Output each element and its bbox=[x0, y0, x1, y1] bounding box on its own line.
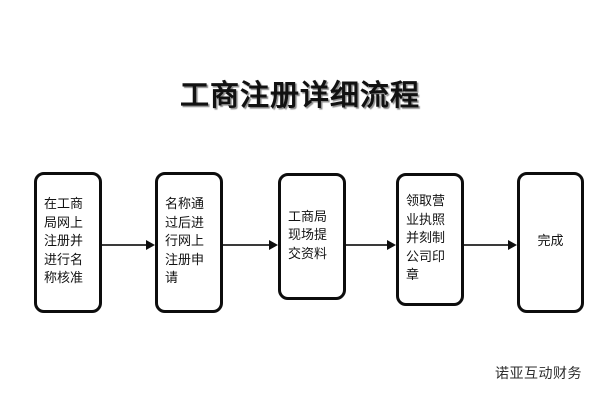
flow-node-label: 在工商局网上注册并进行名称核准 bbox=[44, 197, 84, 287]
flow-connector-1-to-2 bbox=[102, 240, 155, 251]
flow-node-label: 名称通过后进行网上注册申请 bbox=[165, 197, 205, 287]
connector-line bbox=[102, 244, 147, 246]
connector-line bbox=[464, 244, 509, 246]
flow-node-step-3[interactable]: 工商局现场提交资料 bbox=[278, 173, 346, 300]
flow-connector-3-to-4 bbox=[346, 240, 396, 251]
flow-node-label: 领取营业执照并刻制公司印章 bbox=[406, 194, 446, 284]
flow-node-step-2[interactable]: 名称通过后进行网上注册申请 bbox=[155, 172, 223, 313]
arrow-right-icon bbox=[146, 240, 155, 250]
flow-node-step-4[interactable]: 领取营业执照并刻制公司印章 bbox=[396, 173, 464, 306]
connector-line bbox=[223, 244, 270, 246]
arrow-right-icon bbox=[269, 240, 278, 250]
flow-connector-2-to-3 bbox=[223, 240, 278, 251]
flow-connector-4-to-5 bbox=[464, 240, 517, 251]
flow-node-label: 完成 bbox=[537, 234, 564, 250]
arrow-right-icon bbox=[508, 240, 517, 250]
connector-line bbox=[346, 244, 388, 246]
footer-watermark: 诺亚互动财务 bbox=[495, 366, 582, 382]
page-title: 工商注册详细流程 bbox=[179, 78, 420, 112]
flow-node-step-1[interactable]: 在工商局网上注册并进行名称核准 bbox=[34, 172, 102, 313]
arrow-right-icon bbox=[387, 240, 396, 250]
flow-node-step-5[interactable]: 完成 bbox=[517, 172, 584, 313]
flow-node-label: 工商局现场提交资料 bbox=[288, 209, 328, 262]
